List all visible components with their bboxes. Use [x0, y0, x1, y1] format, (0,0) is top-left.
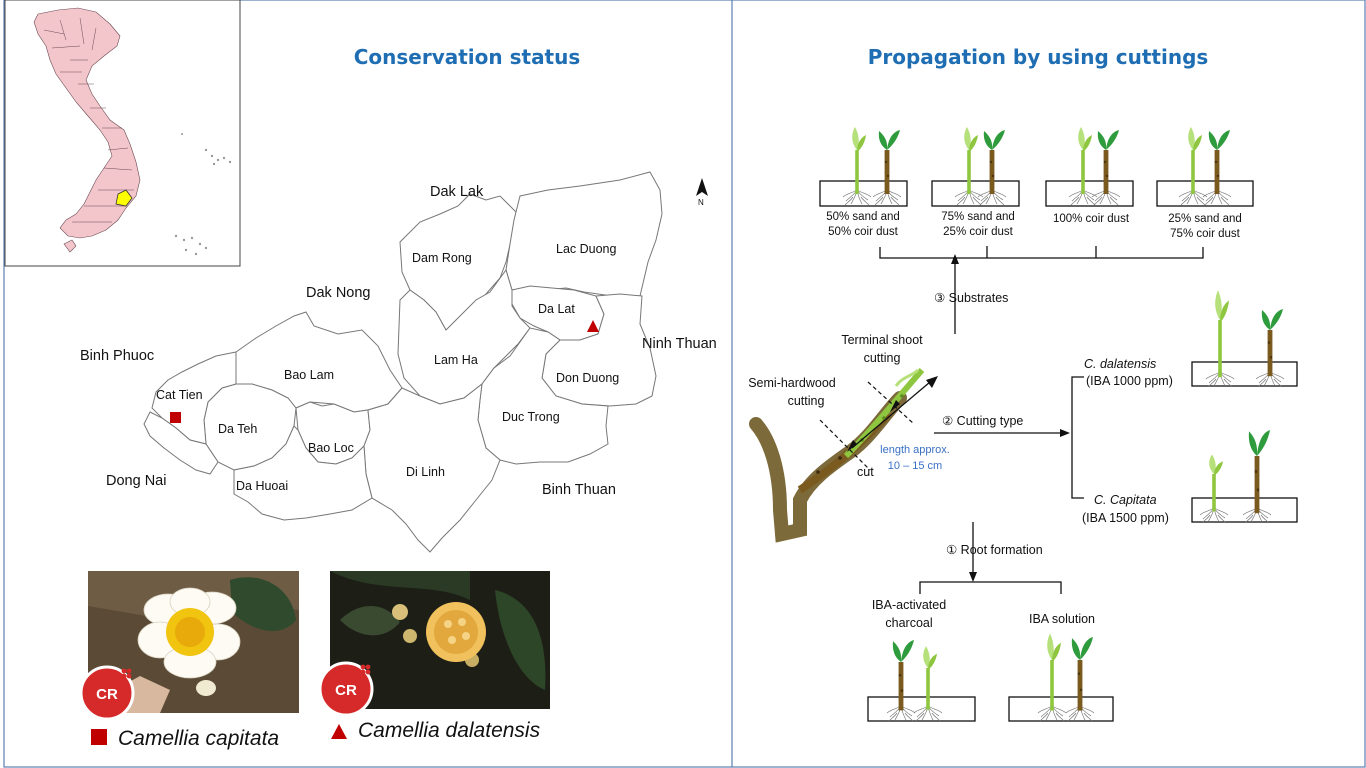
- dalatensis-type-name: C. dalatensis: [1084, 357, 1156, 371]
- photo-camellia-capitata: CR: [79, 571, 299, 724]
- label-lam-ha: Lam Ha: [434, 353, 478, 367]
- step2-label: ② Cutting type: [942, 414, 1023, 428]
- label-bao-lam: Bao Lam: [284, 368, 334, 382]
- branch-illustration: [749, 368, 938, 543]
- dalatensis-type-dose: (IBA 1000 ppm): [1086, 374, 1173, 388]
- label-di-linh: Di Linh: [406, 465, 445, 479]
- dalatensis-location-marker: [587, 320, 599, 332]
- legend-dalatensis-name: Camellia dalatensis: [358, 719, 541, 742]
- substrate-label-3: 100% coir dust: [1053, 213, 1130, 225]
- capitata-status-label: CR: [96, 686, 118, 703]
- cutting-type-boxes: [1191, 290, 1298, 524]
- connector-lines: [879, 246, 1204, 594]
- legend-square-icon: [91, 729, 107, 745]
- label-don-duong: Don Duong: [556, 371, 619, 385]
- lam-dong-map: [143, 171, 663, 553]
- label-da-huoai: Da Huoai: [236, 479, 288, 493]
- root-formation-boxes: [867, 633, 1114, 722]
- label-lac-duong: Lac Duong: [556, 242, 617, 256]
- north-label: N: [698, 198, 704, 207]
- legend-triangle-icon: [331, 724, 347, 739]
- district-labels: Dam Rong Lac Duong Da Lat Lam Ha Don Duo…: [156, 242, 619, 493]
- district-western-strip: [143, 411, 219, 475]
- iba-solution-label: IBA solution: [1029, 612, 1095, 626]
- lam-dong-highlight: [115, 189, 133, 207]
- step1-label: ① Root formation: [946, 543, 1043, 557]
- label-bao-loc: Bao Loc: [308, 441, 354, 455]
- legend-capitata-name: Camellia capitata: [118, 727, 279, 750]
- capitata-type-dose: (IBA 1500 ppm): [1082, 511, 1169, 525]
- vietnam-inset-map: [4, 0, 241, 267]
- label-da-teh: Da Teh: [218, 422, 257, 436]
- substrate-boxes: [819, 127, 1254, 207]
- label-dong-nai: Dong Nai: [106, 473, 166, 489]
- label-binh-thuan: Binh Thuan: [542, 482, 616, 498]
- dalatensis-status-label: CR: [335, 682, 357, 699]
- neighbor-labels: Dak Lak Dak Nong Binh Phuoc Ninh Thuan D…: [80, 184, 717, 498]
- label-dak-nong: Dak Nong: [306, 285, 370, 301]
- step3-label: ③ Substrates: [934, 291, 1008, 305]
- capitata-type-name: C. Capitata: [1094, 493, 1157, 507]
- outer-frame: [3, 0, 1366, 768]
- cut-label: cut: [857, 465, 874, 479]
- length-label: length approx.10 – 15 cm: [880, 444, 950, 472]
- label-dam-rong: Dam Rong: [412, 251, 472, 265]
- district-lac-duong: [505, 171, 663, 297]
- label-da-lat: Da Lat: [538, 302, 575, 316]
- label-duc-trong: Duc Trong: [502, 410, 560, 424]
- propagation-title: Propagation by using cuttings: [868, 45, 1209, 69]
- capitata-location-marker: [170, 412, 181, 423]
- north-arrow: N: [696, 178, 708, 207]
- label-ninh-thuan: Ninh Thuan: [642, 336, 717, 352]
- conservation-title: Conservation status: [354, 45, 581, 69]
- label-dak-lak: Dak Lak: [430, 184, 484, 200]
- label-cat-tien: Cat Tien: [156, 388, 203, 402]
- photo-camellia-dalatensis: CR: [318, 571, 550, 717]
- label-binh-phuoc: Binh Phuoc: [80, 348, 154, 364]
- district-da-huoai: [233, 425, 373, 521]
